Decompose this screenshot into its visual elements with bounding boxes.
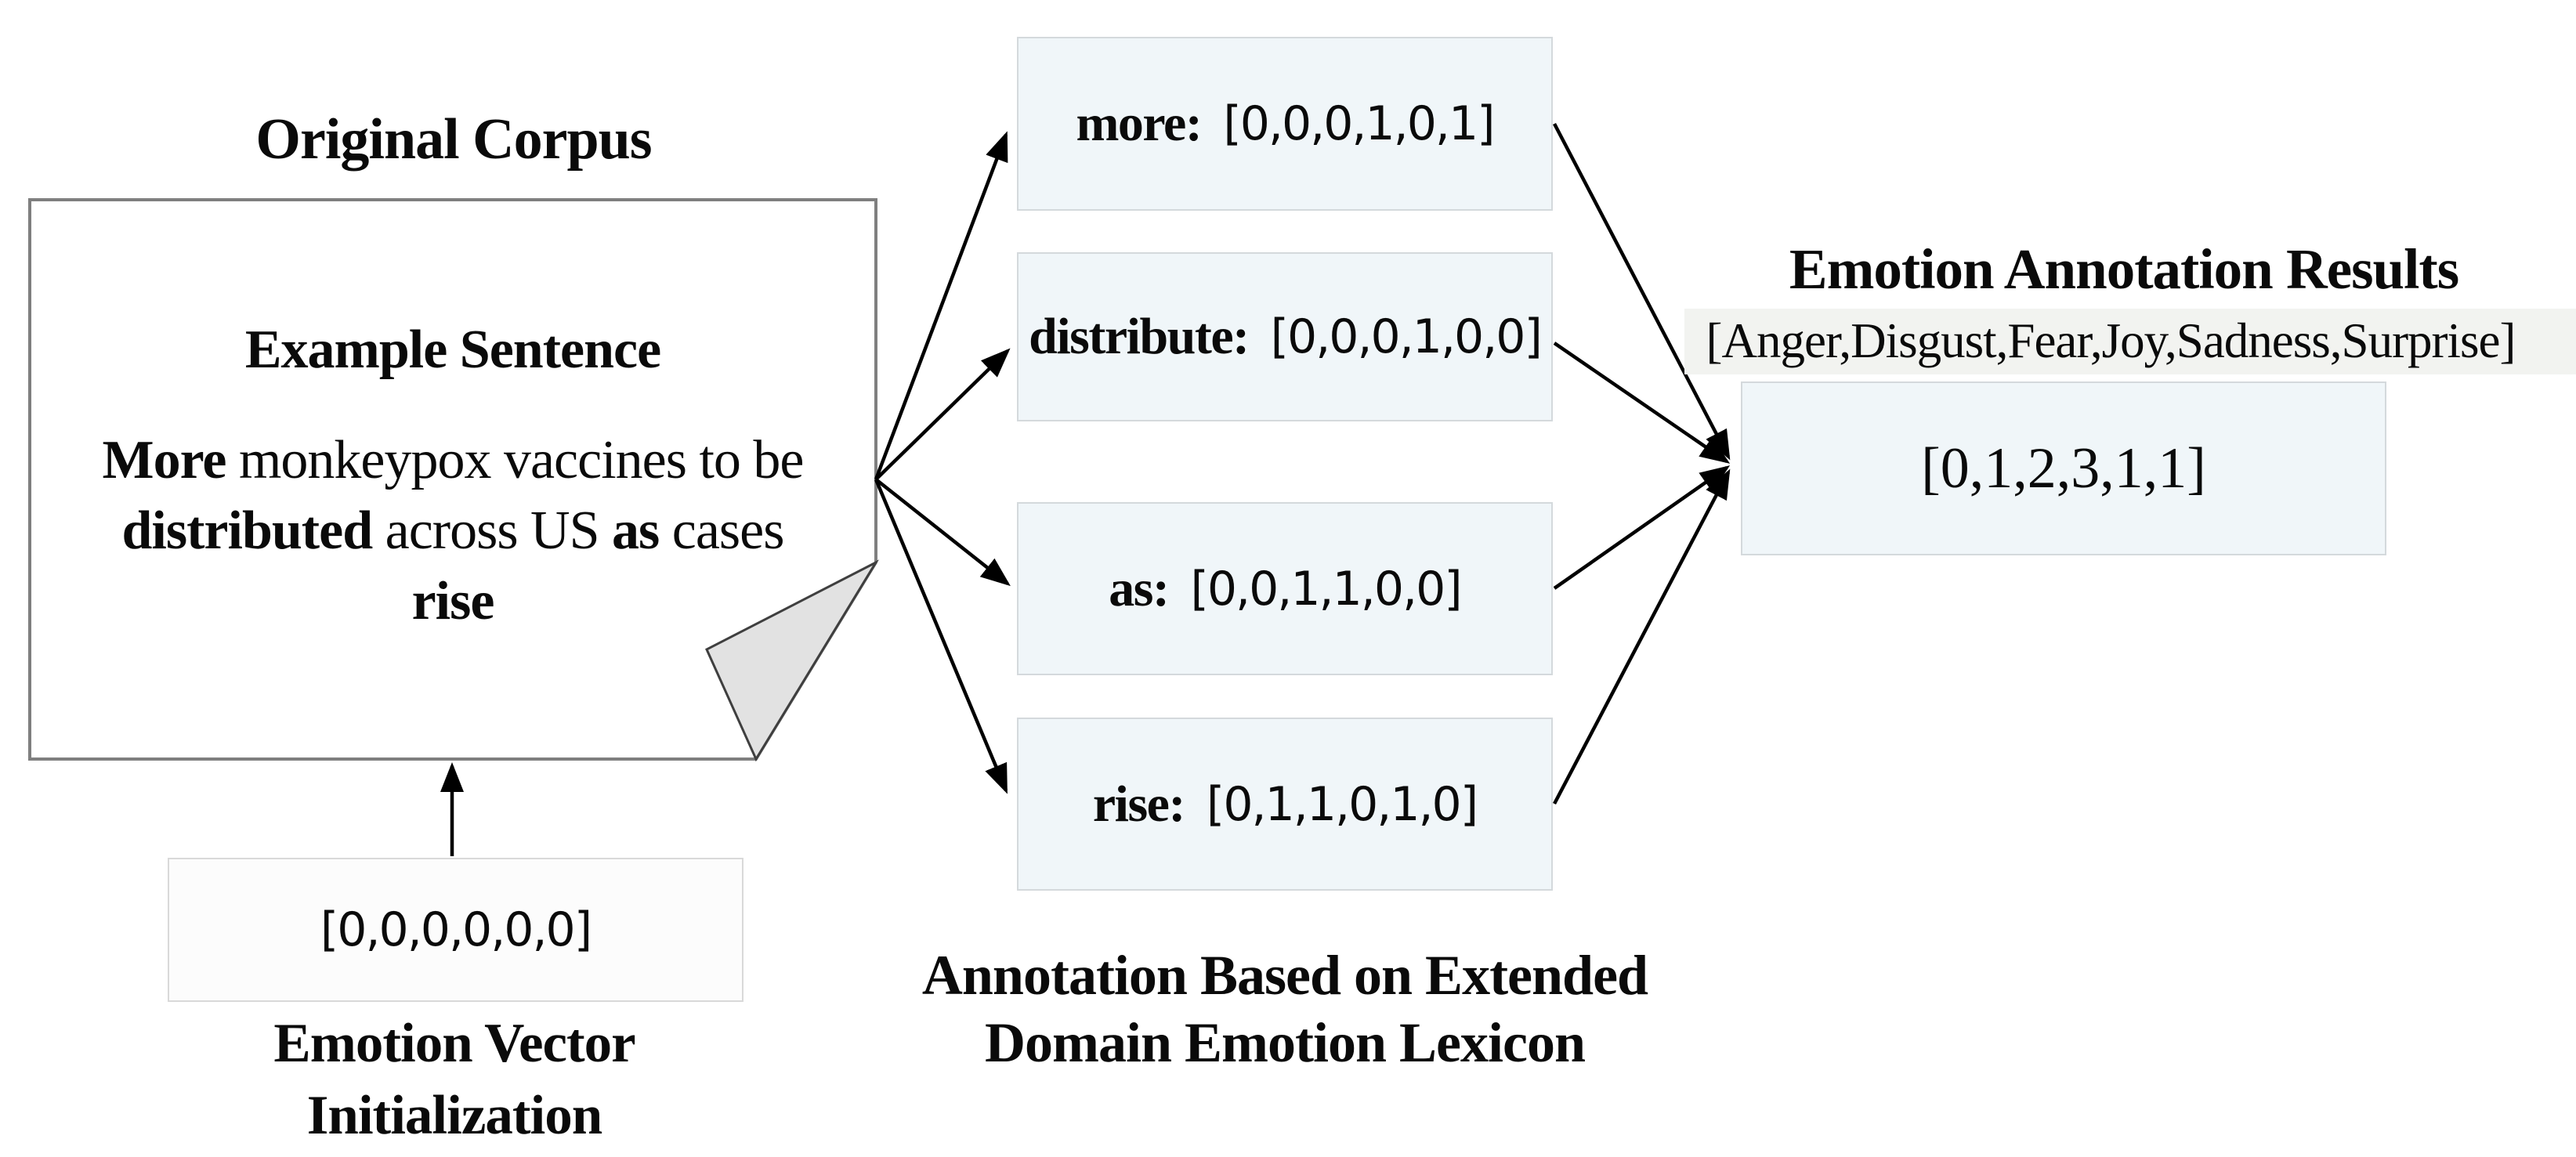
lexicon-vector: [0,0,0,1,0,0] <box>1270 309 1543 364</box>
sentence-line-1: More monkeypox vaccines to be <box>102 430 805 490</box>
lexicon-caption: Annotation Based on Extended Domain Emot… <box>893 942 1677 1076</box>
results-box: [0,1,2,3,1,1] <box>1741 381 2386 555</box>
arrow-sentence-to-rise <box>874 479 1008 794</box>
sentence-line-2: distributed across US as cases <box>121 501 785 561</box>
example-sentence-block: Example Sentence More monkeypox vaccines… <box>33 203 873 753</box>
lexicon-box-distribute: distribute: [0,0,0,1,0,0] <box>1017 252 1553 421</box>
arrow-distribute-to-result <box>1553 342 1731 464</box>
lexicon-vector: [0,0,0,1,0,1] <box>1223 96 1495 151</box>
lexicon-word: more: <box>1076 95 1202 152</box>
init-caption-line-1: Emotion Vector <box>273 1013 635 1074</box>
results-title: Emotion Annotation Results <box>1789 237 2459 301</box>
init-caption: Emotion Vector Initialization <box>102 1007 807 1152</box>
init-vector-value: [0,0,0,0,0,0] <box>320 902 592 957</box>
emotion-vector-init-box: [0,0,0,0,0,0] <box>168 858 743 1002</box>
lexicon-caption-line-1: Annotation Based on Extended <box>921 944 1648 1007</box>
results-vector-value: [0,1,2,3,1,1] <box>1921 436 2206 501</box>
arrow-sentence-to-distribute <box>874 348 1011 481</box>
example-sentence-text: More monkeypox vaccines to be distribute… <box>102 425 805 637</box>
arrow-sentence-to-more <box>874 131 1008 480</box>
arrow-rise-to-result <box>1553 468 1731 805</box>
folded-corner-icon <box>705 559 880 762</box>
init-caption-line-2: Initialization <box>306 1085 603 1146</box>
lexicon-vector: [0,1,1,0,1,0] <box>1206 776 1478 832</box>
arrow-sentence-to-as <box>874 478 1011 587</box>
lexicon-word: distribute: <box>1029 308 1250 365</box>
lexicon-box-more: more: [0,0,0,1,0,1] <box>1017 37 1553 211</box>
arrow-as-to-result <box>1553 465 1731 590</box>
example-sentence-heading: Example Sentence <box>244 320 661 380</box>
lexicon-word: as: <box>1109 559 1170 617</box>
lexicon-box-as: as: [0,0,1,1,0,0] <box>1017 502 1553 675</box>
original-corpus-title: Original Corpus <box>255 107 652 172</box>
arrow-more-to-result <box>1553 122 1731 461</box>
sentence-line-3: rise <box>411 571 495 631</box>
lexicon-caption-line-2: Domain Emotion Lexicon <box>984 1011 1586 1074</box>
results-legend-band <box>1684 309 2576 374</box>
results-legend: [Anger,Disgust,Fear,Joy,Sadness,Surprise… <box>1706 313 2516 368</box>
lexicon-vector: [0,0,1,1,0,0] <box>1190 561 1462 616</box>
lexicon-word: rise: <box>1092 775 1186 833</box>
lexicon-box-rise: rise: [0,1,1,0,1,0] <box>1017 718 1553 891</box>
